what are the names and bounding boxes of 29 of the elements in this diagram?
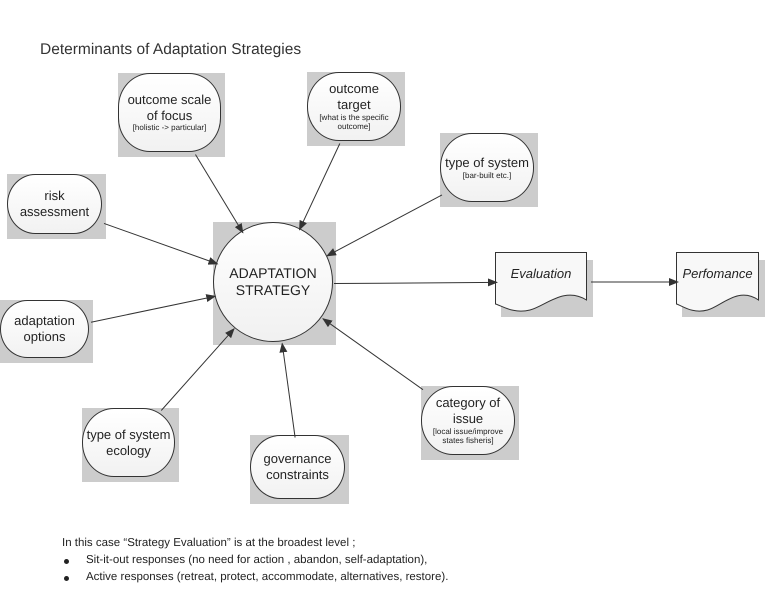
arrow [334, 278, 498, 286]
node-note: [bar-built etc.] [462, 170, 512, 180]
note-text: In this case “Strategy Evaluation” is at the broadest level ; [62, 537, 356, 549]
node-label: risk assessment [18, 188, 90, 220]
arrow [104, 222, 218, 265]
arrow [194, 154, 244, 234]
arrow [590, 278, 679, 286]
arrow [322, 318, 424, 390]
node-note: [local issue/improve states fisheris] [432, 426, 504, 446]
node-label: type of system [445, 154, 529, 170]
document-label: Perfomance [681, 266, 754, 281]
arrow [279, 342, 296, 438]
node-label: category of issue [434, 395, 502, 426]
node-label: adaptation options [13, 313, 76, 345]
diagram-title: Determinants of Adaptation Strategies [40, 41, 302, 59]
node-label: outcome target [328, 81, 380, 112]
node-label: outcome scale of focus [126, 92, 212, 124]
arrow [160, 328, 235, 411]
node-label: type of system ecology [86, 426, 171, 458]
arrow [326, 194, 442, 256]
node-note: [holistic -> particular] [132, 123, 206, 133]
arrow [90, 294, 216, 323]
note-text: Active responses (retreat, protect, accommodate, alternatives, restore). [86, 571, 448, 583]
arrow [298, 143, 340, 231]
node-label: ADAPTATION STRATEGY [228, 265, 318, 299]
note-text: Sit-it-out responses (no need for action , abandon, self-adaptation), [86, 554, 428, 566]
node-label: governance constraints [262, 451, 332, 483]
document-label: Evaluation [510, 266, 572, 281]
node-note: [what is the specific outcome] [318, 112, 390, 132]
